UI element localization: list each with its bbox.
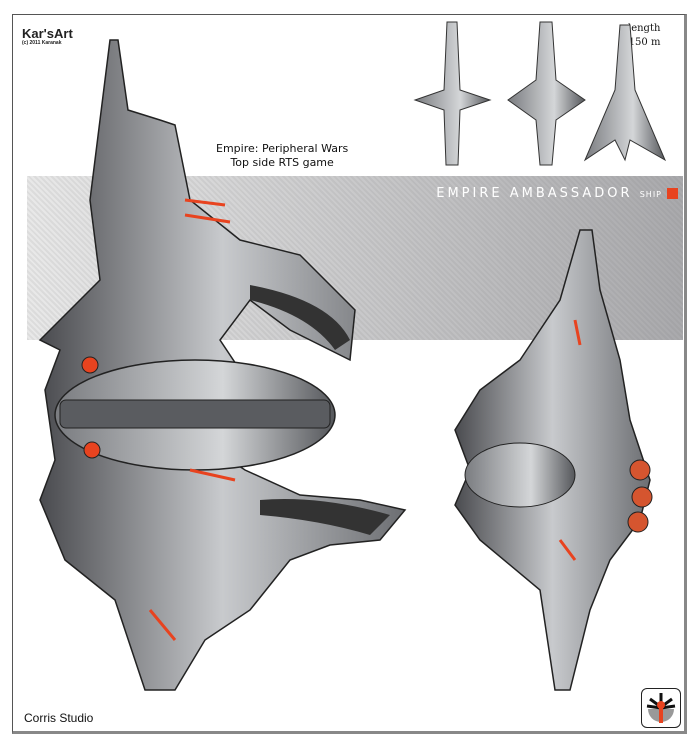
main-ship-view (38, 39, 407, 691)
length-value: 150 m (628, 37, 661, 48)
banner-title-suffix: ship (639, 190, 662, 199)
length-label: length (628, 23, 661, 34)
side-ship-view (454, 229, 653, 691)
studio-credit: Corris Studio (24, 711, 94, 725)
length-spec: length 150 m (628, 22, 660, 50)
accent-square (667, 188, 678, 199)
banner-title: Empire Ambassador ship (436, 186, 662, 201)
watermark-copyright: (c) 2011 Karanak (22, 40, 62, 46)
subtitle-line2: Top side RTS game (230, 156, 334, 169)
emblem-icon (646, 693, 676, 723)
studio-logo (641, 688, 681, 728)
watermark-brand: Kar'sArt (22, 26, 73, 41)
top-orthographic-views (413, 21, 667, 166)
banner-title-text: Empire Ambassador (436, 186, 633, 201)
subtitle-line1: Empire: Peripheral Wars (216, 142, 349, 155)
